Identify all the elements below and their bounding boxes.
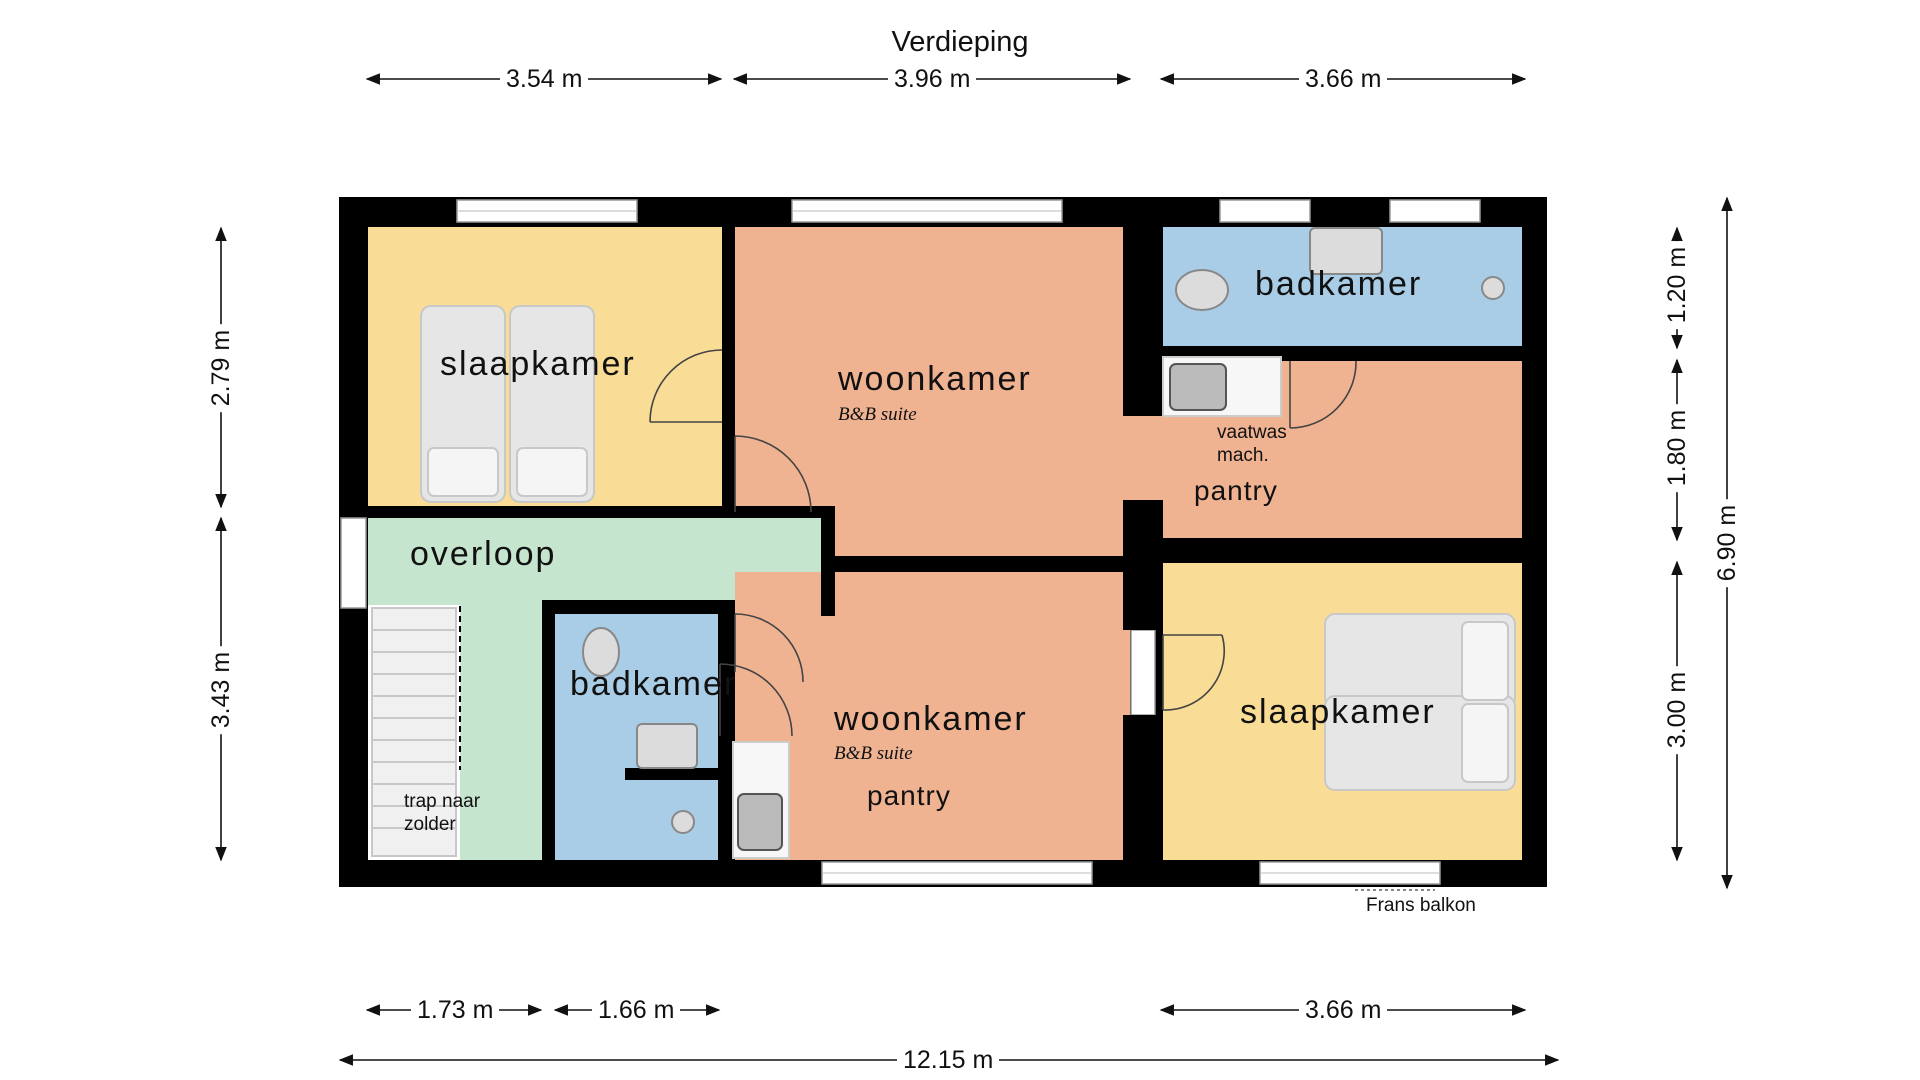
dim-right-1: 1.20 m	[1662, 240, 1692, 330]
dim-top-3: 3.66 m	[1299, 64, 1388, 94]
note-frans-balkon: Frans balkon	[1366, 895, 1476, 916]
woonkamer-bottom-floor	[735, 572, 1130, 860]
dim-left-2: 3.43 m	[206, 645, 236, 735]
room-label-woonkamer-top: woonkamer	[838, 360, 1032, 398]
plan-title: Verdieping	[891, 26, 1029, 58]
dim-left-1: 2.79 m	[206, 323, 236, 413]
dim-right-2: 1.80 m	[1662, 403, 1692, 493]
dim-total-width: 12.15 m	[897, 1045, 1000, 1075]
room-label-overloop: overloop	[410, 535, 557, 573]
room-label-woonkamer-bottom: woonkamer	[834, 700, 1028, 738]
dim-right-3: 3.00 m	[1662, 665, 1692, 755]
interior-walls	[368, 227, 1522, 875]
overloop-floor	[368, 518, 821, 860]
note-vaatwas: vaatwas mach.	[1217, 421, 1287, 467]
dim-bottom-1: 1.73 m	[411, 995, 500, 1025]
dim-top-1: 3.54 m	[500, 64, 589, 94]
room-label-pantry-bottom: pantry	[867, 780, 951, 811]
room-label-badkamer-top: badkamer	[1255, 265, 1423, 303]
note-trap: trap naar zolder	[404, 790, 480, 836]
room-label-badkamer-bottom: badkamer	[570, 665, 738, 703]
room-label-slaapkamer-left: slaapkamer	[440, 345, 636, 383]
room-label-pantry-top: pantry	[1194, 475, 1278, 506]
doors	[649, 349, 1357, 737]
room-sublabel-woonkamer-top: B&B suite	[838, 404, 917, 425]
note-trap-line2: zolder	[404, 814, 456, 835]
dim-bottom-2: 1.66 m	[592, 995, 681, 1025]
dim-bottom-3: 3.66 m	[1299, 995, 1388, 1025]
dim-total-height: 6.90 m	[1712, 498, 1742, 588]
note-trap-line1: trap naar	[404, 791, 481, 812]
room-sublabel-woonkamer-bottom: B&B suite	[834, 743, 913, 764]
fixtures	[582, 227, 1505, 859]
staircase	[371, 607, 457, 857]
room-label-slaapkamer-right: slaapkamer	[1240, 693, 1436, 731]
note-vaatwas-line1: vaatwas	[1217, 422, 1287, 443]
woonkamer-top-floor	[735, 227, 1522, 556]
note-vaatwas-line2: mach.	[1217, 445, 1269, 466]
dim-top-2: 3.96 m	[888, 64, 977, 94]
